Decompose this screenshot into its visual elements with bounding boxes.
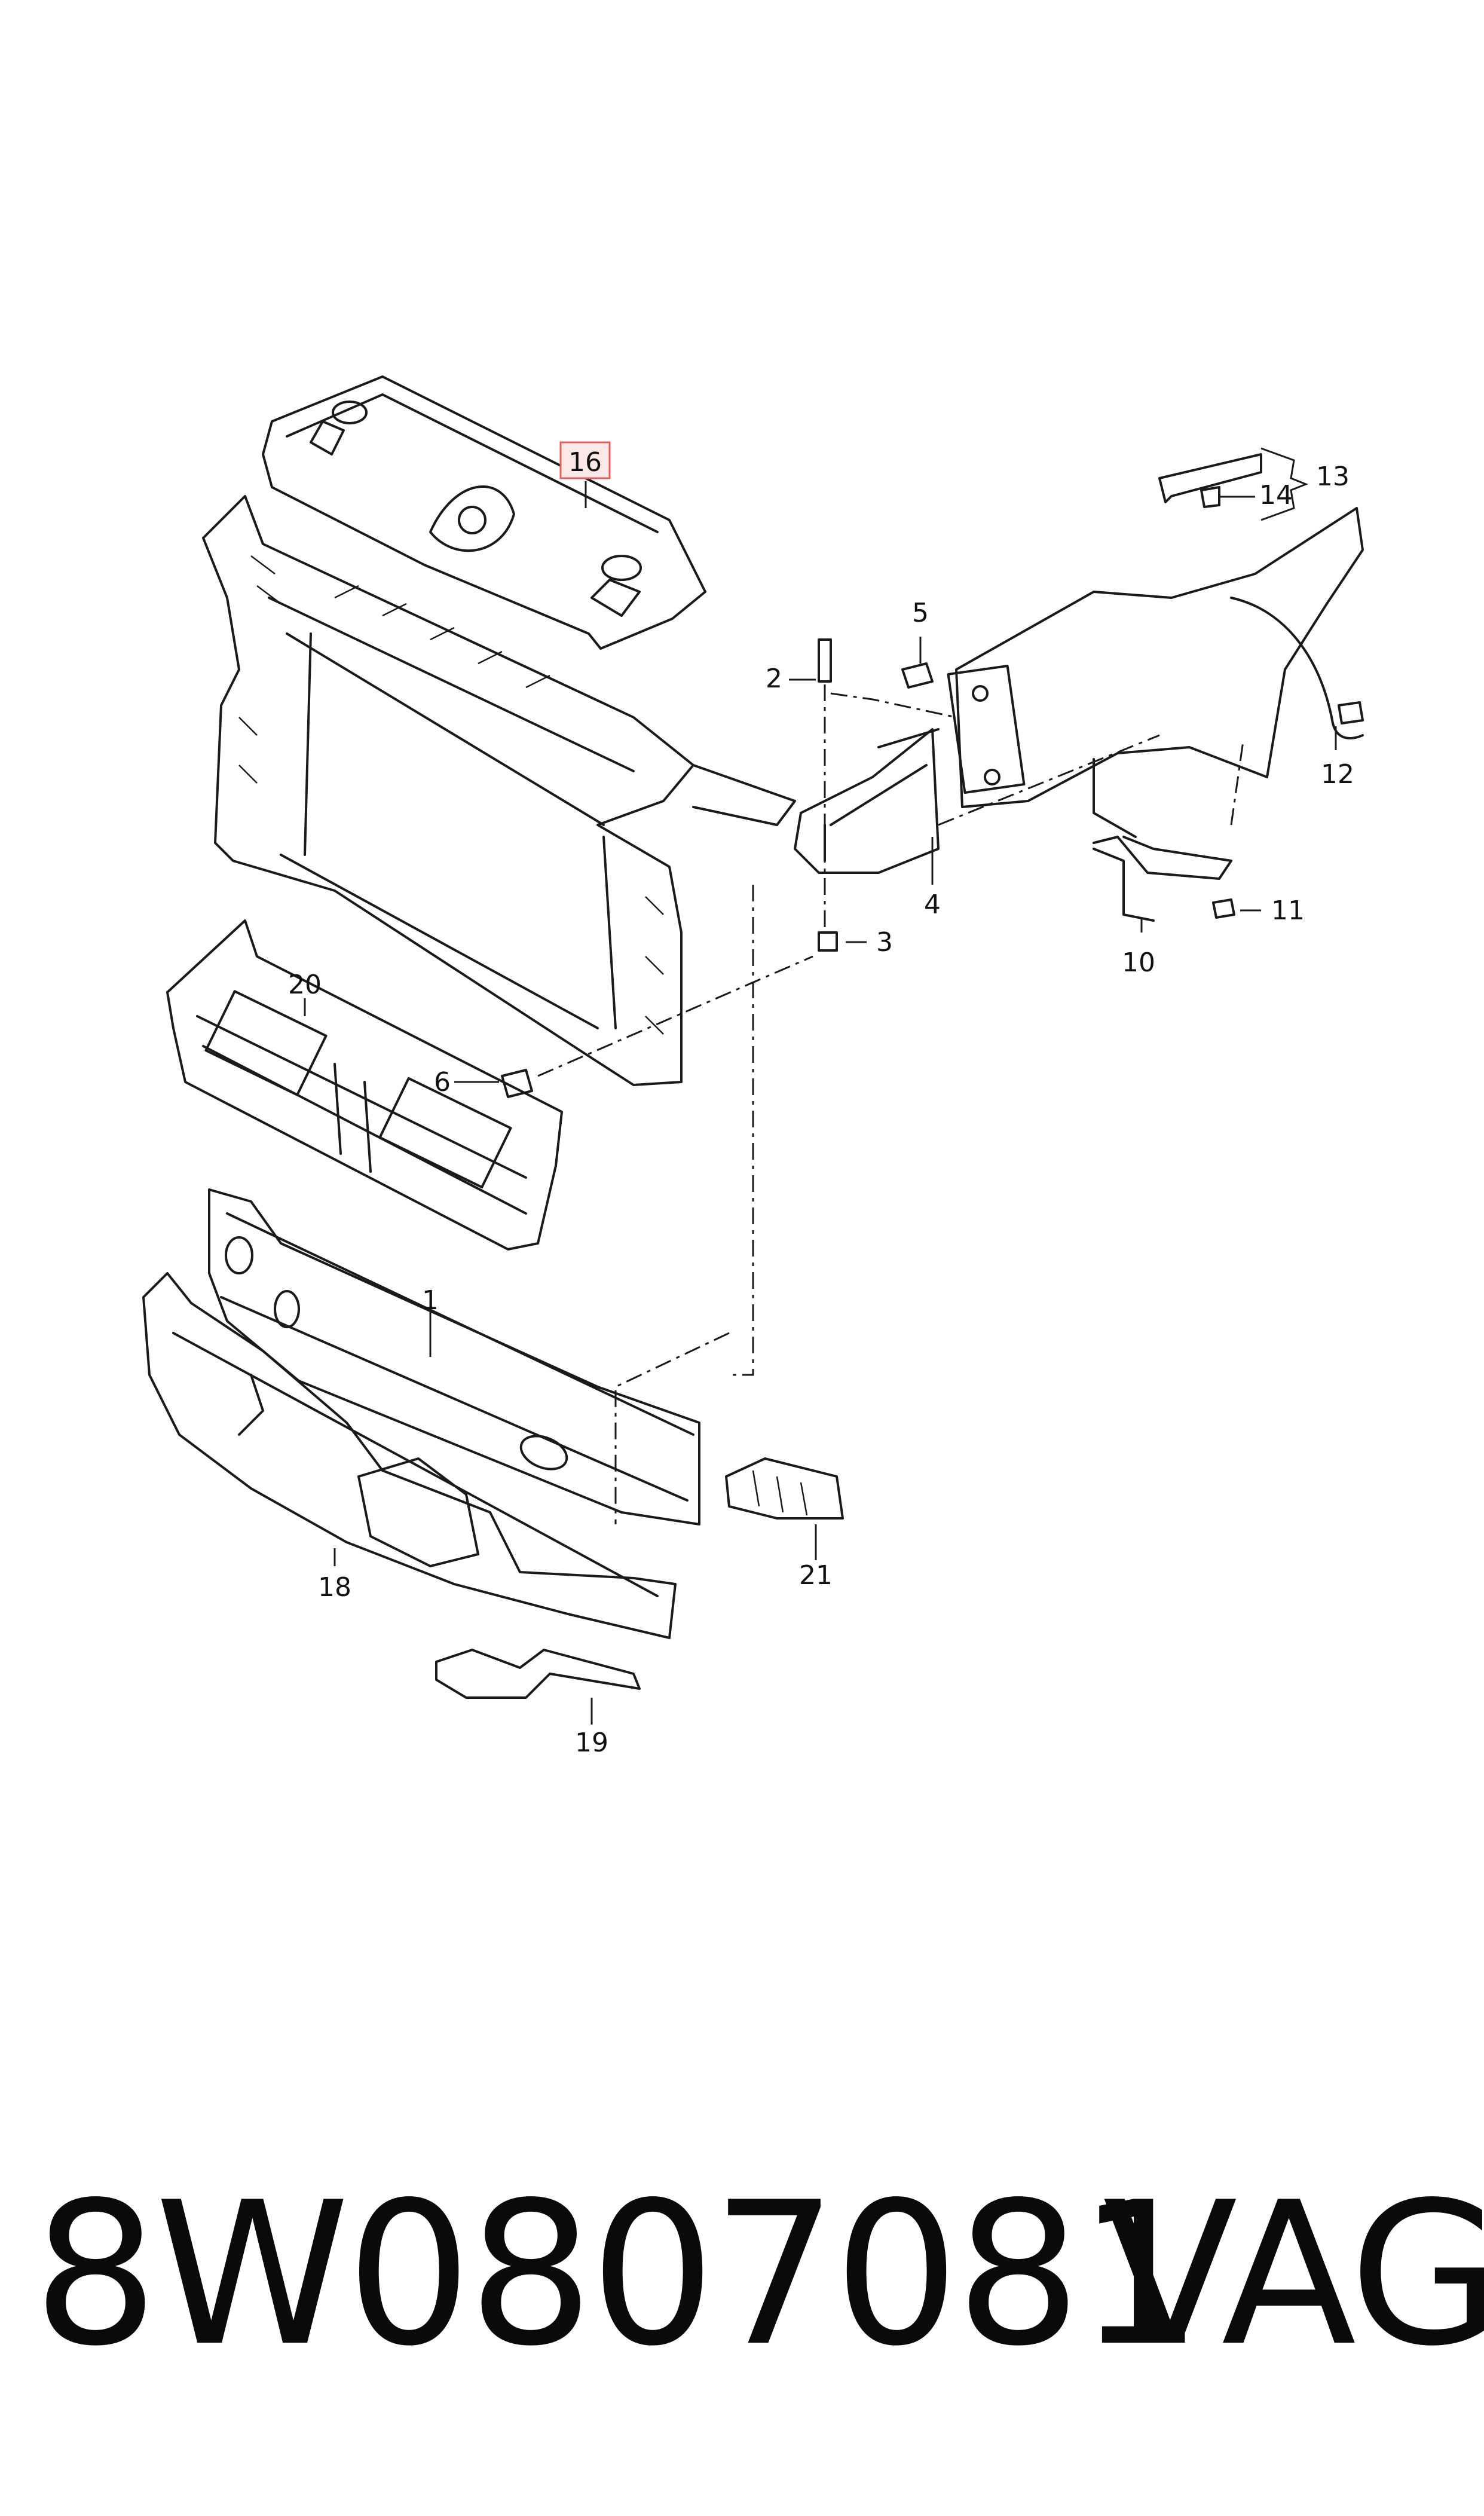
- part-1-bumper-beam[interactable]: [208, 1188, 700, 1526]
- parts-diagram: 16 2 5 3 4 6 10 11 12 13 14 20 1 18 19 2…: [142, 375, 1364, 1758]
- callout-4[interactable]: 4: [924, 889, 941, 920]
- callout-16[interactable]: 16: [568, 447, 602, 478]
- callout-18[interactable]: 18: [318, 1572, 351, 1603]
- callout-6[interactable]: 6: [434, 1067, 451, 1097]
- lock-carrier-frame[interactable]: [202, 495, 796, 1086]
- part-number-label: 8W0807081: [33, 2160, 1203, 2389]
- nut-11-icon: [1212, 898, 1235, 919]
- callout-1[interactable]: 1: [422, 1285, 439, 1316]
- part-14-clip[interactable]: [1200, 486, 1220, 508]
- part-20-air-guide[interactable]: [166, 919, 563, 1251]
- highlight-16: [559, 441, 611, 479]
- side-member-structure[interactable]: [947, 507, 1364, 922]
- assembly-lines: [537, 684, 1244, 1524]
- screw-6-icon: [501, 1069, 533, 1098]
- callout-10[interactable]: 10: [1122, 947, 1155, 978]
- callout-14[interactable]: 14: [1259, 480, 1293, 510]
- bolt-2-icon: [818, 638, 832, 683]
- leader-lines: [304, 447, 1337, 1725]
- part-18-absorber[interactable]: [142, 1272, 677, 1639]
- callout-11[interactable]: 11: [1271, 895, 1305, 926]
- callout-5[interactable]: 5: [912, 598, 929, 628]
- screw-5-icon: [901, 662, 934, 689]
- part-13-bracket[interactable]: [1158, 453, 1262, 503]
- callout-12[interactable]: 12: [1321, 759, 1354, 790]
- part-21-bracket[interactable]: [725, 1457, 844, 1520]
- callout-13[interactable]: 13: [1316, 461, 1350, 492]
- brand-label: VAG: [1103, 2160, 1484, 2389]
- part-4-bracket[interactable]: [794, 728, 940, 874]
- footer-caption: 8W0807081 VAG: [0, 2146, 1484, 2403]
- callout-21[interactable]: 21: [799, 1560, 833, 1591]
- part-19-trim[interactable]: [435, 1649, 641, 1699]
- part-16-cover[interactable]: [262, 375, 706, 650]
- fasteners: [501, 638, 1364, 1098]
- callout-3[interactable]: 3: [876, 927, 893, 958]
- callout-19[interactable]: 19: [575, 1728, 608, 1758]
- nut-3-icon: [818, 931, 838, 952]
- callout-20[interactable]: 20: [288, 970, 322, 1000]
- screw-12-icon: [1338, 701, 1364, 724]
- callout-2[interactable]: 2: [766, 664, 782, 694]
